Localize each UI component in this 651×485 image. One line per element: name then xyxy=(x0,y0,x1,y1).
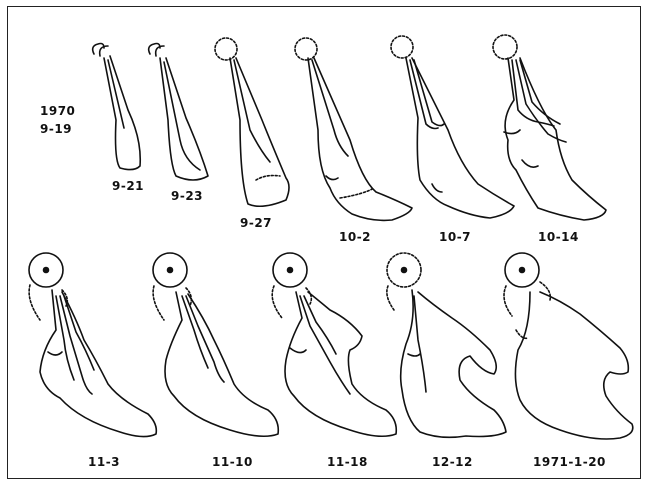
sketch-1971-1-20 xyxy=(504,253,633,439)
label-10-7: 10-7 xyxy=(439,230,471,244)
sketch-9-21 xyxy=(93,44,141,170)
label-11-3: 11-3 xyxy=(88,455,120,469)
sketch-10-7 xyxy=(391,36,514,218)
sketch-12-12 xyxy=(387,253,506,437)
label-9-21: 9-21 xyxy=(112,179,144,193)
start-date-label: 9-19 xyxy=(40,122,72,136)
sketch-10-2 xyxy=(295,38,412,220)
label-1971-1-20: 1971-1-20 xyxy=(533,455,606,469)
label-12-12: 12-12 xyxy=(432,455,473,469)
sketch-11-10 xyxy=(153,253,278,436)
sketch-11-3 xyxy=(29,253,156,437)
label-10-2: 10-2 xyxy=(339,230,371,244)
label-11-10: 11-10 xyxy=(212,455,253,469)
sketch-10-14 xyxy=(493,35,606,220)
label-10-14: 10-14 xyxy=(538,230,579,244)
sketch-11-18 xyxy=(272,253,396,436)
label-9-23: 9-23 xyxy=(171,189,203,203)
sketch-9-27 xyxy=(215,38,289,206)
label-9-27: 9-27 xyxy=(240,216,272,230)
label-11-18: 11-18 xyxy=(327,455,368,469)
start-year-label: 1970 xyxy=(40,104,75,118)
sketch-9-23 xyxy=(149,44,208,181)
